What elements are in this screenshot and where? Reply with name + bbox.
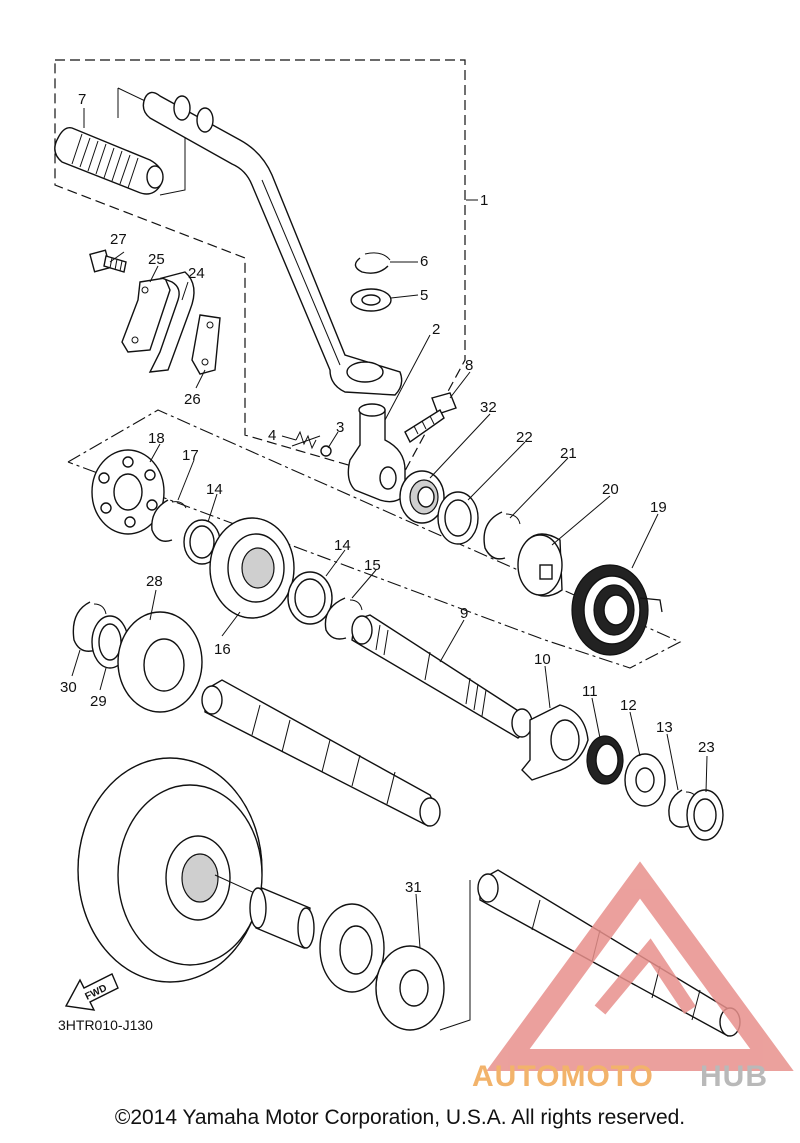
diagram-code: 3HTR010-J130 [58,1017,153,1033]
callout-15: 15 [364,557,381,574]
callout-20: 20 [602,481,619,498]
circlip-30 [72,601,107,652]
bushing [249,887,315,949]
callout-18: 18 [148,430,165,447]
watermark-text: AUTOMOTO HUB [472,1060,768,1093]
circlip-6 [354,252,418,274]
callout-4: 4 [268,427,276,444]
callout-3: 3 [336,419,344,436]
callout-2: 2 [432,321,440,338]
ball-3 [320,445,332,457]
kick-shaft-boss-2 [347,403,406,503]
bolt-8 [404,392,457,444]
leader-lines [71,108,708,949]
ratchet-10 [521,704,589,781]
callout-22: 22 [516,429,533,446]
callout-25: 25 [148,251,165,268]
callout-29: 29 [90,693,107,710]
callout-9: 9 [460,605,468,622]
main-axle [201,679,441,827]
callout-30: 30 [60,679,77,696]
callout-14b: 14 [334,537,351,554]
watermark-logo [486,861,794,1071]
callout-8: 8 [465,357,473,374]
watermark-hub: HUB [700,1060,768,1093]
kick-shaft-assembly-outline [67,409,682,669]
kick-crank-lever [142,91,403,396]
callout-23: 23 [698,739,715,756]
gear-31 [375,945,445,1031]
washer-14b [287,571,333,625]
callout-12: 12 [620,697,637,714]
callout-1: 1 [480,192,488,209]
kick-gear-16 [209,517,295,619]
torsion-spring-19 [571,564,663,656]
callout-32: 32 [480,399,497,416]
callout-21: 21 [560,445,577,462]
washer-14a [183,519,221,565]
bolt-27 [89,249,127,273]
washer-12 [624,753,666,807]
spring-4 [291,430,321,450]
callout-19: 19 [650,499,667,516]
idle-gear-28 [117,611,203,713]
watermark-automoto: AUTOMOTO [472,1060,654,1093]
circlip-15 [324,597,363,640]
washer-23 [686,789,724,841]
circlip-21 [483,511,521,560]
circlip-13 [668,789,699,828]
callout-28: 28 [146,573,163,590]
callout-6: 6 [420,253,428,270]
callout-11: 11 [582,683,598,700]
clutch-housing [77,757,271,983]
bracket-26 [191,314,221,375]
callout-24: 24 [188,265,205,282]
spring-11 [586,735,624,785]
washer-22 [437,491,479,545]
callout-13: 13 [656,719,673,736]
callout-7: 7 [78,91,86,108]
kick-grip-rubber [54,127,164,195]
washer-5 [350,288,419,312]
callout-27: 27 [110,231,127,248]
callout-14a: 14 [206,481,223,498]
callout-31: 31 [405,879,422,896]
callout-17: 17 [182,447,199,464]
oil-seal-32 [399,470,445,524]
circlip-17 [151,499,187,542]
kick-crank-assembly-outline [54,59,466,481]
spring-guide-20 [517,533,563,597]
callout-labels: 1 2 3 4 5 6 7 8 9 10 11 12 13 14 14 15 1… [60,91,715,896]
callout-5: 5 [420,287,428,304]
forward-arrow: FWD [64,973,119,1011]
copyright-notice: ©2014 Yamaha Motor Corporation, U.S.A. A… [115,1106,685,1129]
plate-18 [91,449,165,535]
callout-26: 26 [184,391,201,408]
callout-10: 10 [534,651,551,668]
callout-16: 16 [214,641,231,658]
spacer-gear [319,903,385,993]
bracket-25 [121,277,171,353]
kick-shaft-9 [351,614,533,739]
